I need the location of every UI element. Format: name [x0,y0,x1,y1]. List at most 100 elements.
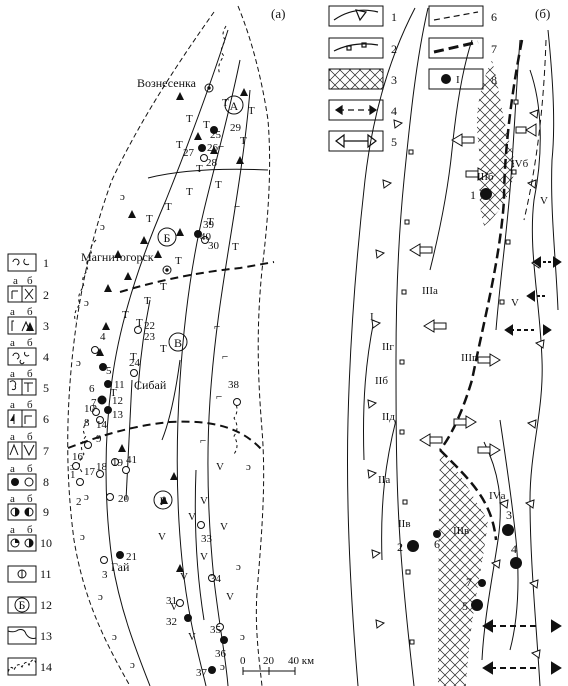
legend-num: 13 [40,629,52,643]
deposit-label: 19 [112,457,124,469]
svg-text:ɔ: ɔ [130,659,135,671]
legend-sub-b: б [27,399,33,411]
deposit-b-label: 5 [462,599,468,613]
deposit-label: 28 [206,157,218,169]
svg-text:T: T [207,216,214,228]
zone-b-label: IIв [398,518,411,530]
zone-v-label: В [174,336,182,350]
deposit-label: 12 [112,395,123,407]
svg-text:⌐: ⌐ [234,201,240,213]
deposit-label: 8 [84,417,90,429]
deposit-b-label: 2 [397,540,403,554]
deposit-label: 26 [207,142,219,154]
svg-text:T: T [110,387,117,399]
legend-num: 1 [43,256,49,270]
legend-sub-a: а [10,463,15,475]
deposit-label: 30 [208,240,220,252]
deposit-label: 5 [106,365,112,377]
legend-b-num: 4 [391,104,397,118]
svg-text:T: T [160,281,167,293]
zone-b-label: V [511,297,519,309]
svg-text:T: T [215,179,222,191]
legend-sub-a: а [10,493,15,505]
svg-text:T: T [248,105,255,117]
deposit-label: 7 [91,397,97,409]
svg-text:⌐: ⌐ [200,435,206,447]
svg-text:T: T [144,295,151,307]
deposit-label: 4 [100,331,106,343]
svg-text:T: T [186,113,193,125]
legend-num: 10 [40,536,52,550]
svg-text:T: T [130,351,137,363]
deposit-label: 23 [144,331,156,343]
deposit-label: 37 [196,667,208,679]
map-panel-b: 1 2 3 4 5 6 7 I IIа IIб IIв IIг IIд IIIа… [346,7,562,686]
deposit-b-label: 6 [434,537,440,551]
deposit-label: 35 [210,624,222,636]
svg-text:V: V [200,551,208,563]
svg-text:T: T [176,139,183,151]
deposit-label: 41 [126,454,137,466]
svg-text:T: T [203,119,210,131]
legend-num: 6 [43,412,49,426]
scale-end: 40 км [288,655,314,667]
deposit-label: 1 [70,469,76,481]
deposit-label: 17 [84,466,96,478]
legend-sub-b: б [27,431,33,443]
deposit-label: 14 [96,419,108,431]
svg-text:V: V [158,531,166,543]
svg-text:T: T [186,186,193,198]
legend-sub-a: а [10,524,15,536]
svg-text:ɔ: ɔ [120,191,125,203]
zone-b-label: IIIг [461,352,477,364]
legend-num: 7 [43,444,49,458]
svg-text:ɔ: ɔ [246,461,251,473]
town-gai: Гай [111,560,130,574]
scale-mid: 20 [263,655,275,667]
legend-sub-b: б [27,337,33,349]
legend-b-num: 5 [391,135,397,149]
legend-num: 11 [40,567,52,581]
deposit-label: 3 [102,569,108,581]
deposit-b-label: 4 [511,542,517,556]
legend-num: 2 [43,288,49,302]
legend-num: 8 [43,475,49,489]
deposit-label: 16 [72,451,84,463]
svg-text:ɔ: ɔ [112,631,117,643]
zone-b-label: Б [164,231,171,245]
legend-sub-b: б [27,524,33,536]
scale-zero: 0 [240,655,246,667]
town-voznesenka: Вознесенка [137,76,197,90]
deposit-label: 38 [228,379,240,391]
deposit-label: 22 [144,320,155,332]
zone-a-label: А [230,99,239,113]
deposit-label: 32 [166,616,177,628]
legend-b-num: 1 [391,10,397,24]
legend-sub-a: а [13,275,18,287]
deposit-label: 21 [126,551,137,563]
svg-text:T: T [232,241,239,253]
zone-b-label: IIIв [453,525,469,537]
deposit-label: 36 [215,648,227,660]
zone-b-label: IIг [382,341,394,353]
svg-text:ɔ: ɔ [84,491,89,503]
svg-text:ɔ: ɔ [236,561,241,573]
deposit-label: 27 [183,147,195,159]
deposit-label: 31 [166,595,177,607]
deposit-label: 20 [118,493,130,505]
panel-a-label: (а) [271,6,285,21]
legend-sub-a: а [10,337,15,349]
deposit-label: 25 [210,129,222,141]
legend-sub-b: б [27,463,33,475]
legend-sub-a: а [10,431,15,443]
deposit-label: 2 [76,496,82,508]
svg-text:T: T [175,255,182,267]
svg-text:T: T [122,309,129,321]
legend-b: I 1 2 3 4 5 6 7 8 (б) [328,5,550,152]
deposit-b-label: 3 [506,508,512,522]
zone-b-label: V [540,195,548,207]
zone-b-label: IIIб [477,171,494,183]
svg-text:V: V [200,495,208,507]
